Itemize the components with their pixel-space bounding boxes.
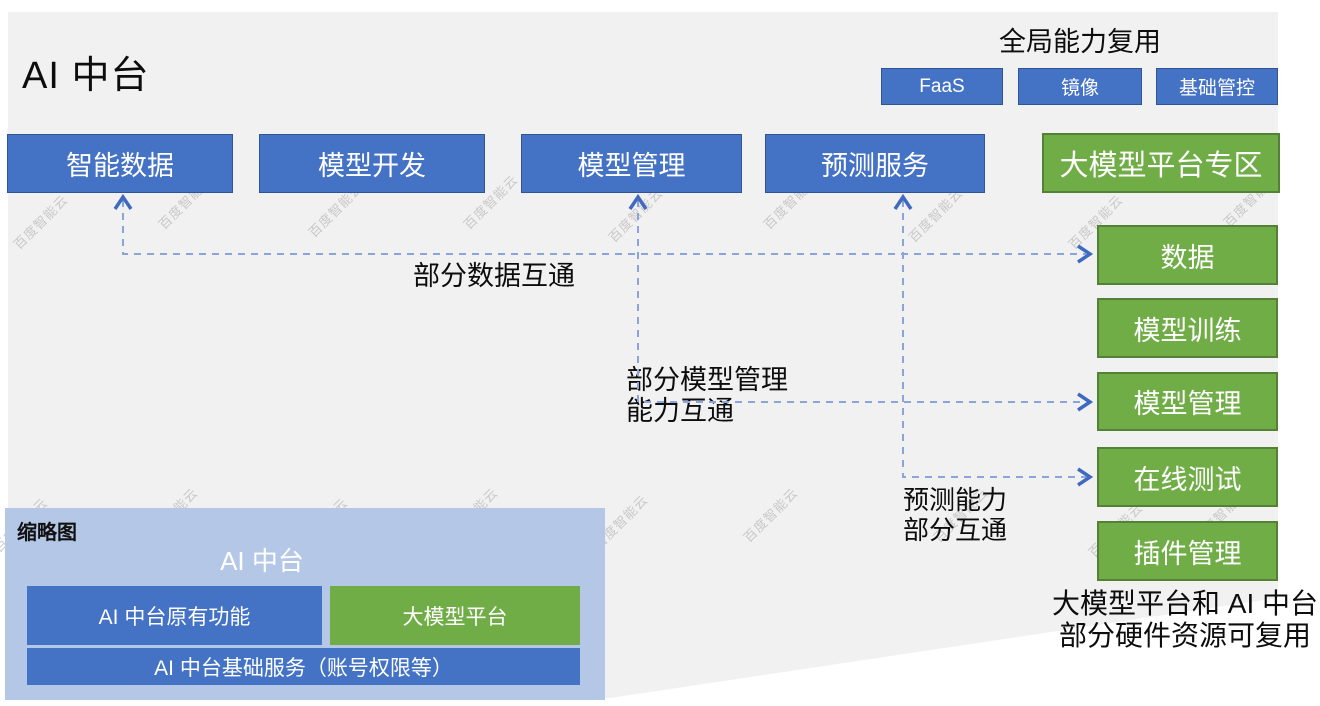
module-model-dev: 模型开发 [259, 134, 485, 193]
connection-label-line: 能力互通 [626, 396, 734, 426]
llm-zone-item-plugin-mgmt: 插件管理 [1097, 521, 1278, 581]
thumbnail-box-original-functions: AI 中台原有功能 [27, 586, 322, 645]
llm-zone-item-data: 数据 [1097, 225, 1278, 285]
module-predict-service: 预测服务 [765, 134, 985, 193]
global-reuse-title: 全局能力复用 [999, 27, 1161, 57]
global-reuse-item-mirror: 镜像 [1018, 68, 1142, 105]
thumbnail-title: AI 中台 [220, 546, 304, 576]
global-reuse-item-faas: FaaS [881, 68, 1003, 105]
footnote-line: 部分硬件资源可复用 [1058, 620, 1311, 651]
llm-zone-item-model-training: 模型训练 [1097, 298, 1278, 358]
connection-label-model-mgmt: 部分模型管理 能力互通 [626, 365, 788, 427]
footnote-caption: 大模型平台和 AI 中台 部分硬件资源可复用 [1040, 588, 1320, 652]
module-smart-data: 智能数据 [7, 134, 233, 193]
footnote-line: 大模型平台和 AI 中台 [1051, 588, 1318, 619]
connection-label-line: 预测能力 [903, 485, 1008, 515]
llm-zone-item-online-test: 在线测试 [1097, 447, 1278, 507]
module-model-mgmt: 模型管理 [521, 134, 742, 193]
thumbnail-panel: 缩略图 AI 中台 AI 中台原有功能 大模型平台 AI 中台基础服务（账号权限… [5, 508, 605, 700]
connection-label-line: 部分互通 [903, 515, 1008, 545]
thumbnail-box-base-services: AI 中台基础服务（账号权限等） [27, 648, 580, 685]
connection-label-data: 部分数据互通 [413, 261, 575, 291]
global-reuse-item-base-control: 基础管控 [1156, 68, 1278, 105]
connection-label-line: 部分模型管理 [626, 365, 788, 395]
connection-label-predict: 预测能力 部分互通 [903, 485, 1007, 545]
page-title: AI 中台 [22, 55, 150, 97]
thumbnail-box-llm-platform: 大模型平台 [330, 586, 580, 645]
llm-zone-item-model-mgmt: 模型管理 [1097, 372, 1278, 431]
thumbnail-label: 缩略图 [17, 522, 77, 544]
module-llm-platform-zone: 大模型平台专区 [1042, 133, 1280, 193]
